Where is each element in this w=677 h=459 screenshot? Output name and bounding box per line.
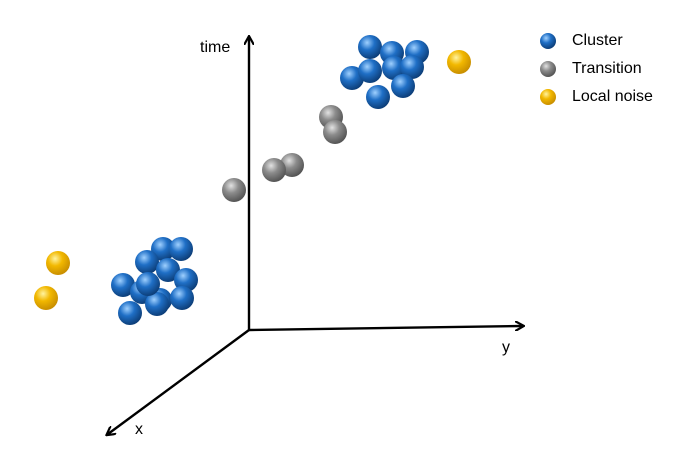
cluster-point [151,237,175,261]
transition-marker-icon [540,61,556,77]
cluster-point [169,237,193,261]
transition-point [323,120,347,144]
transition-point [222,178,246,202]
legend-item-cluster: Cluster [539,27,653,55]
y-axis [248,326,522,332]
cluster-point [391,74,415,98]
legend-label-noise: Local noise [572,88,653,105]
cluster-point [145,292,169,316]
legend-label-cluster: Cluster [572,32,623,49]
cluster-point [156,258,180,282]
time-axis-label: time [200,39,230,56]
cluster-point [118,301,142,325]
transition-point [280,153,304,177]
cluster-point [366,85,390,109]
noise-point [46,251,70,275]
cluster-point [382,56,406,80]
cluster-point [170,286,194,310]
transition-point [262,158,286,182]
legend-label-transition: Transition [572,60,642,77]
axes: time y x [108,38,522,438]
cluster-point [111,273,135,297]
legend-item-transition: Transition [539,55,653,83]
x-axis [108,329,250,434]
cluster-point [358,35,382,59]
x-axis-label: x [135,421,143,438]
noise-point [447,50,471,74]
points [34,35,471,325]
y-axis-label: y [502,339,510,356]
noise-marker-icon [540,89,556,105]
cluster-point [174,268,198,292]
cluster-point [135,250,159,274]
cluster-point [358,59,382,83]
cluster-marker-icon [540,33,556,49]
cluster-point [340,66,364,90]
noise-point [34,286,58,310]
legend: Cluster Transition Local noise [539,27,653,111]
cluster-point [400,55,424,79]
legend-item-noise: Local noise [539,83,653,111]
cluster-point [136,272,160,296]
